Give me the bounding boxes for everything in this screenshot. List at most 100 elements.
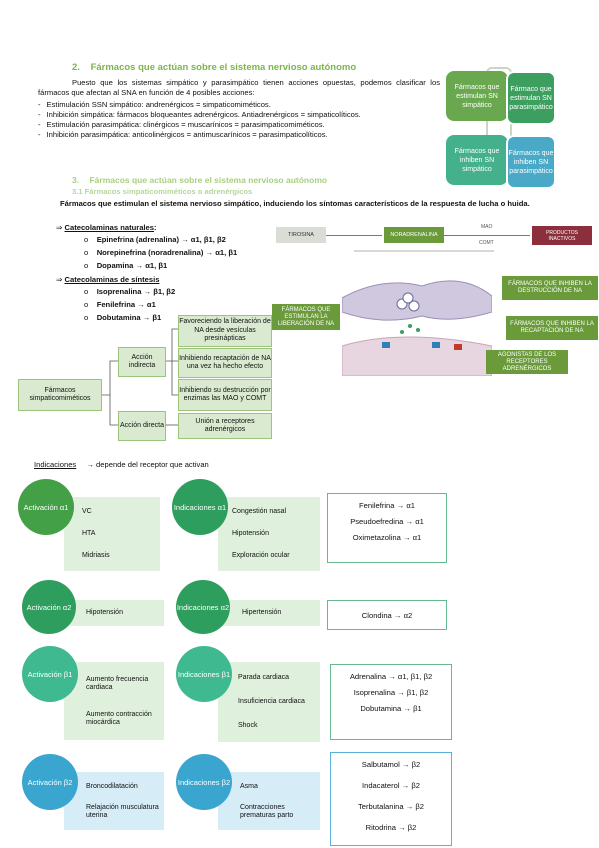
list-item: Midriasis [82, 552, 110, 559]
sna-quad-diagram: Fármacos que estimulan SN simpático Fárm… [446, 61, 556, 189]
list-item: -Estimulación parasimpática: clinérgicos… [38, 120, 325, 129]
na-pathway-diagram: TIROSINA NORADRENALINA MAO COMT PRODUCTO… [276, 224, 598, 258]
list-item: Terbutalanina → β2 [358, 802, 424, 811]
synthetic-catecholamines-title: Catecolaminas de síntesis [64, 275, 160, 284]
natural-catecholamines-title: Catecolaminas naturales [64, 223, 154, 232]
alpha1-drugs: Fenilefrina → α1 Pseudoefredina → α1 Oxi… [327, 493, 447, 563]
alpha1-indications-circle: Indicaciones α1 [172, 479, 228, 535]
list-item: -Estimulación SSN simpático: andrenérgic… [38, 100, 271, 109]
tree-connectors [100, 328, 178, 426]
pathway-caption-line [354, 250, 494, 252]
tree-indirect-reuptake: Inhibiendo recaptación de NA una vez ha … [178, 348, 272, 378]
list-item: -Inhibición parasimpática: anticolinérgi… [38, 130, 328, 139]
tree-indirect-destruction: Inhibiendo su destrucción por enzimas la… [178, 379, 272, 411]
alpha1-indications: Congestión nasal Hipotensión Exploración… [218, 497, 320, 571]
alpha2-indications: Hipertensión [218, 600, 320, 626]
list-item: Isoprenalina → β1, β2 [353, 688, 429, 697]
alpha1-activation-effects: VC HTA Midriasis [64, 497, 160, 571]
list-item: HTA [82, 530, 96, 537]
tree-direct-receptor: Unión a receptores adrenérgicos [178, 413, 272, 439]
beta1-activation-circle: Activación β1 [22, 646, 78, 702]
tree-indirect-release: Favoreciendo la liberación de NA desde v… [178, 315, 272, 347]
quad-inhibit-parasympathetic: Fármacos que inhiben SN parasimpático [506, 135, 556, 189]
row-beta2: Broncodilatación Relajación musculatura … [0, 750, 599, 848]
list-item: Contracciones prematuras parto [240, 803, 294, 819]
list-item: Aumento frecuencia cardiaca [86, 675, 149, 691]
synapse-diagram: FÁRMACOS QUE ESTIMULAN LA LIBERACIÓN DE … [272, 268, 598, 378]
pathway-comt-label: COMT [479, 240, 494, 246]
quad-stimulate-parasympathetic: Fármaco que estimulan SN parasimpático [506, 71, 556, 125]
indications-heading: Indicaciones → depende del receptor que … [34, 460, 209, 470]
section2-intro: Puesto que los sistemas simpático y para… [38, 78, 440, 97]
row-beta1: Aumento frecuencia cardiaca Aumento cont… [0, 640, 599, 750]
list-item: VC [82, 508, 92, 515]
list-item: Dobutamina → β1 [360, 704, 422, 713]
list-item: Aumento contracción miocárdica [86, 710, 152, 726]
pathway-mao-label: MAO [481, 224, 493, 230]
list-item: Hipotensión [86, 609, 123, 616]
section2-heading: 2. Fármacos que actúan sobre el sistema … [72, 62, 356, 73]
row-alpha2: Hipotensión Activación α2 Hipertensión I… [0, 578, 599, 638]
quad-stimulate-sympathetic: Fármacos que estimulan SN simpático [446, 71, 508, 121]
beta1-indications: Parada cardiaca Insuficiencia cardiaca S… [218, 662, 320, 742]
indications-subtitle: → depende del receptor que activan [86, 460, 209, 469]
indications-label: Indicaciones [34, 460, 77, 469]
list-item: Hipotensión [232, 530, 269, 537]
section2-number: 2. [72, 62, 80, 73]
beta2-activation-effects: Broncodilatación Relajación musculatura … [64, 772, 164, 830]
quad-inhibit-sympathetic: Fármacos que inhiben SN simpático [446, 135, 508, 185]
synthetic-catecholamines: ⇒ Catecolaminas de síntesis o Isoprenali… [56, 275, 176, 322]
list-item: Congestión nasal [232, 508, 287, 515]
synapse-illustration [342, 280, 492, 376]
list-item: Shock [238, 722, 258, 729]
beta2-activation-circle: Activación β2 [22, 754, 78, 810]
label-inhibit-reuptake: FÁRMACOS QUE INHIBEN LA RECAPTACIÓN DE N… [506, 316, 598, 340]
beta2-indications-circle: Indicaciones β2 [176, 754, 232, 810]
tree-indirect-action: Acción indirecta [118, 347, 166, 377]
list-item: Relajación musculatura uterina [86, 803, 159, 819]
list-item: o Norepinefrina (noradrenalina) → α1, β1 [84, 248, 238, 257]
pathway-inactive-products: PRODUCTOS INACTIVOS [532, 226, 592, 245]
pathway-arrow [326, 235, 382, 236]
pathway-tyrosine: TIROSINA [276, 227, 326, 243]
sympathomimetic-tree: Fármacos simpaticomiméticos Acción indir… [18, 313, 290, 441]
list-item: o Isoprenalina → β1, β2 [84, 287, 176, 296]
section3-title: Fármacos que actúan sobre el sistema ner… [89, 175, 328, 185]
list-item: Pseudoefredina → α1 [350, 517, 424, 526]
list-item: Exploración ocular [232, 552, 290, 559]
beta1-activation-effects: Aumento frecuencia cardiaca Aumento cont… [64, 662, 164, 740]
list-item: Asma [240, 782, 258, 790]
alpha2-activation-effects: Hipotensión [64, 600, 164, 626]
list-item: Fenilefrina → α1 [359, 501, 415, 510]
section2-bullets: -Estimulación SSN simpático: andrenérgic… [38, 100, 440, 140]
section2-title: Fármacos que actúan sobre el sistema ner… [90, 62, 357, 73]
label-inhibit-destruction: FÁRMACOS QUE INHIBEN LA DESTRUCCIÓN DE N… [502, 276, 598, 300]
alpha2-drugs: Clondina → α2 [327, 600, 447, 630]
section3-heading: 3. Fármacos que actúan sobre el sistema … [72, 175, 327, 185]
beta1-drugs: Adrenalina → α1, β1, β2 Isoprenalina → β… [330, 664, 452, 740]
tree-root: Fármacos simpaticomiméticos [18, 379, 102, 411]
list-item: Indacaterol → β2 [362, 781, 420, 790]
section3-number: 3. [72, 175, 80, 185]
label-receptor-agonists: AGONISTAS DE LOS RECEPTORES ADRENÉRGICOS [486, 350, 568, 374]
list-item: o Epinefrina (adrenalina) → α1, β1, β2 [84, 235, 226, 244]
list-item: Parada cardiaca [238, 674, 289, 681]
alpha2-activation-circle: Activación α2 [22, 580, 76, 634]
list-item: o Dopamina → α1, β1 [84, 261, 168, 270]
label-stimulate-release: FÁRMACOS QUE ESTIMULAN LA LIBERACIÓN DE … [272, 304, 340, 330]
list-item: Insuficiencia cardiaca [238, 698, 305, 705]
beta1-indications-circle: Indicaciones β1 [176, 646, 232, 702]
list-item: Hipertensión [242, 609, 282, 616]
pathway-arrow [444, 235, 530, 236]
alpha1-activation-circle: Activación α1 [18, 479, 74, 535]
section3-subtitle: 3.1 Fármacos simpaticomiméticos o adrené… [72, 187, 253, 196]
natural-catecholamines: ⇒ Catecolaminas naturales: o Epinefrina … [56, 223, 238, 270]
pathway-noradrenaline: NORADRENALINA [384, 227, 444, 243]
list-item: o Dobutamina → β1 [84, 313, 162, 322]
beta2-indications: Asma Contracciones prematuras parto [218, 772, 320, 830]
list-item: Adrenalina → α1, β1, β2 [349, 672, 433, 681]
list-item: Ritodrina → β2 [365, 823, 417, 832]
tree-direct-action: Acción directa [118, 411, 166, 441]
row-alpha1: VC HTA Midriasis Activación α1 Congestió… [0, 475, 599, 575]
list-item: Clondina → α2 [361, 610, 413, 620]
